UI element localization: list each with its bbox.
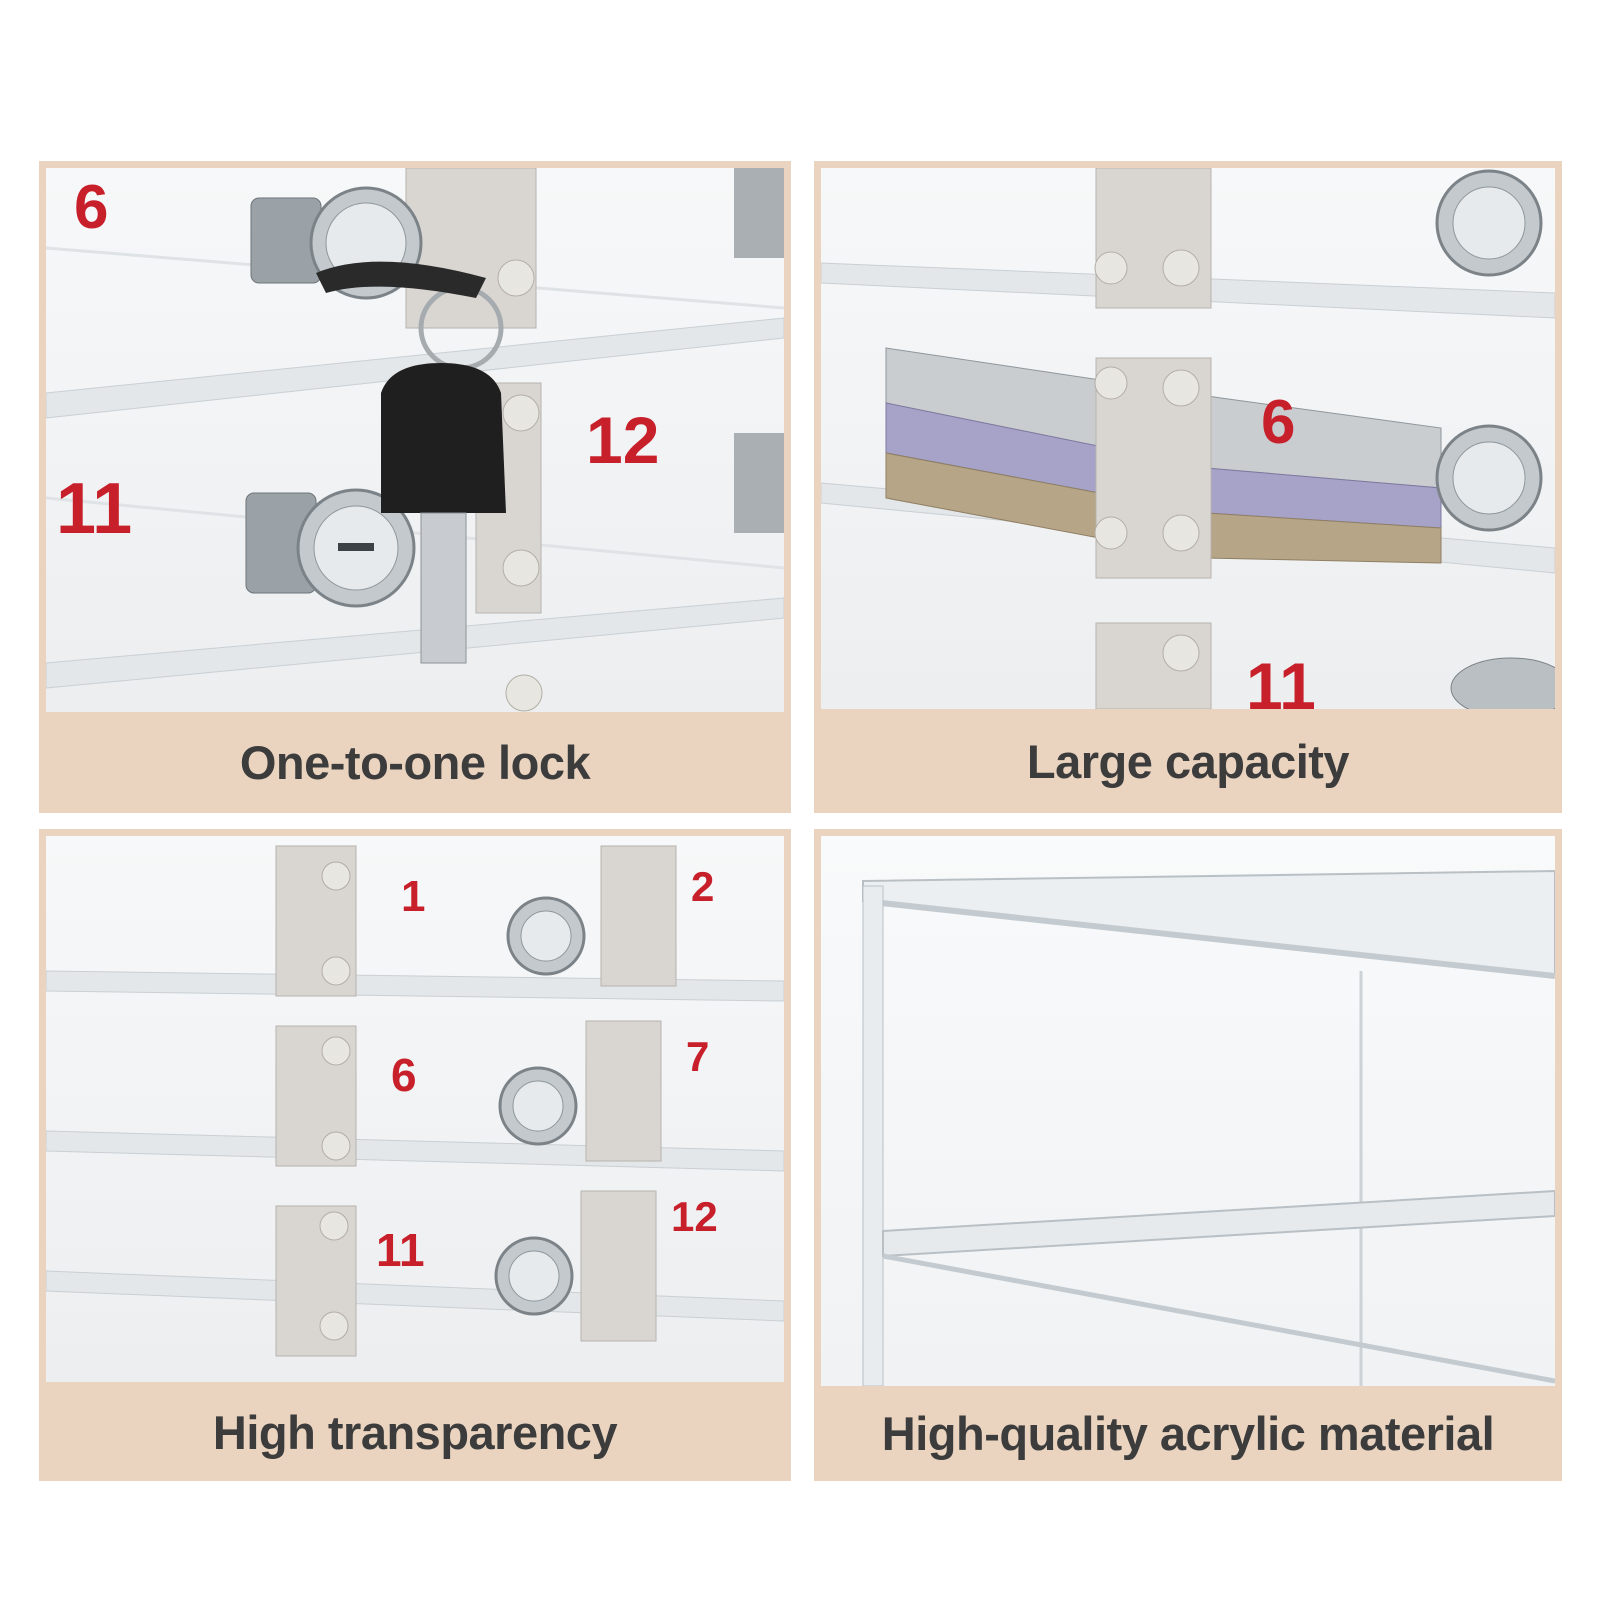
locker-number-12: 12: [586, 403, 659, 477]
locker-number-1: 1: [401, 872, 425, 921]
panel-acrylic-material: High-quality acrylic material: [814, 829, 1562, 1481]
caption-large-capacity: Large capacity: [1026, 734, 1350, 788]
locker-number-2: 2: [691, 863, 714, 910]
photo-locker-grid: 1 2 6 7 11 12: [46, 836, 784, 1382]
caption-one-to-one-lock: One-to-one lock: [239, 736, 591, 789]
photo-stacked-phones: 6 11: [821, 168, 1555, 709]
photo-acrylic-box: [821, 836, 1555, 1386]
locker-number-12: 12: [671, 1193, 718, 1240]
locker-number-11: 11: [1246, 649, 1316, 709]
locker-number-6: 6: [74, 173, 108, 242]
panel-large-capacity: 6 11 Large capacity: [814, 161, 1562, 813]
panel-one-to-one-lock: 6 11 12 One-to-one lock: [39, 161, 791, 813]
locker-number-11: 11: [376, 1224, 425, 1276]
caption-high-transparency: High transparency: [212, 1405, 618, 1459]
locker-number-6: 6: [1261, 388, 1295, 457]
locker-number-11: 11: [56, 469, 132, 549]
locker-number-7: 7: [686, 1033, 709, 1080]
locker-number-6: 6: [391, 1049, 417, 1101]
caption-acrylic-material: High-quality acrylic material: [881, 1406, 1495, 1460]
panel-high-transparency: 1 2 6 7 11 12 High transparency: [39, 829, 791, 1481]
photo-lock-and-key: 6 11 12: [46, 168, 784, 712]
